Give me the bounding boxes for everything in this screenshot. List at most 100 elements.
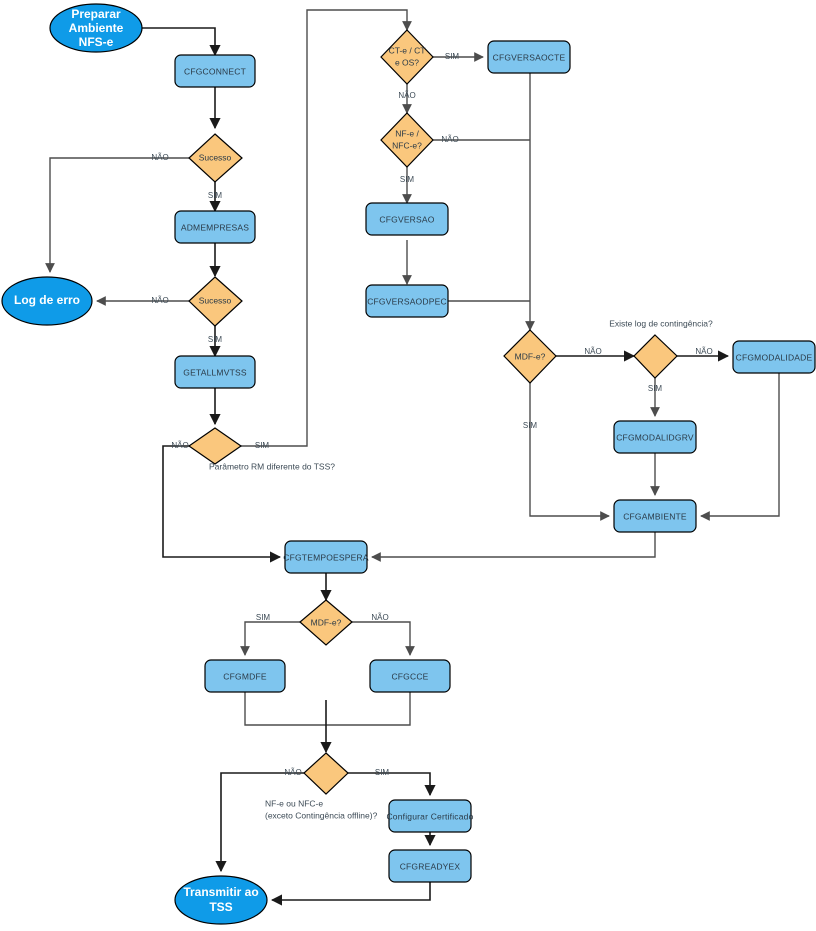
edge-cfgambiente-to-cfgtempoespera <box>371 532 656 562</box>
edge-mdfe-bottom-sim-to-cfgmdfe <box>240 621 300 656</box>
edge-label-mdfe-top-nao: NÃO <box>584 347 601 356</box>
node-nfe-decision[interactable]: NF-e / NFC-e? <box>380 112 434 168</box>
start-label-line3: NFS-e <box>79 35 114 49</box>
sucesso2-diamond <box>188 276 243 327</box>
note-nfe-offline-line2: (exceto Contingência offline)? <box>265 810 378 820</box>
cfgversao-box <box>365 202 449 236</box>
node-getallmvtss[interactable]: GETALLMVTSS <box>174 355 256 389</box>
note-nfe-offline-line1: NF-e ou NFC-e <box>265 798 323 808</box>
getallmvtss-box <box>174 355 256 389</box>
node-admempresas[interactable]: ADMEMPRESAS <box>174 210 256 244</box>
logerro-label: Log de erro <box>14 293 80 307</box>
node-cfgversao[interactable]: CFGVERSAO <box>365 202 449 236</box>
cfgmodalidade-box <box>732 340 816 374</box>
edge-label-sucesso2-sim: SIM <box>208 335 223 344</box>
node-cfgambiente[interactable]: CFGAMBIENTE <box>613 499 697 533</box>
edge-label-mdfe-bottom-nao: NÃO <box>371 613 388 622</box>
mdfe-top-label: MDF-e? <box>515 351 546 361</box>
node-log-de-erro[interactable]: Log de erro <box>1 276 93 326</box>
logerro-ellipse <box>1 276 93 326</box>
cfgmodalidgrv-label: CFGMODALIDGRV <box>616 432 694 442</box>
edge-label-nfe-sim: SIM <box>400 175 415 184</box>
cfgversaodpec-box <box>365 284 449 318</box>
edge-label-sucesso1-nao: NÃO <box>151 153 168 162</box>
contingencia-diamond <box>633 334 678 379</box>
edge-final-sim-to-configurar-certificado <box>348 772 436 797</box>
edge-label-final-nao: NÃO <box>284 768 301 777</box>
edge-label-mdfe-bottom-sim: SIM <box>256 613 271 622</box>
node-mdfe-top-decision[interactable]: MDF-e? <box>503 329 557 384</box>
nfe-label-line2: NFC-e? <box>392 140 422 150</box>
transmitir-label-line1: Transmitir ao <box>183 885 258 899</box>
mdfe-top-diamond <box>503 329 557 384</box>
nfe-diamond <box>380 112 434 168</box>
edge-cfgmodalidade-to-cfgambiente <box>700 373 780 521</box>
edge-label-mdfe-top-sim: SIM <box>523 421 538 430</box>
cfgtempoespera-box <box>284 540 368 574</box>
admempresas-box <box>174 210 256 244</box>
edge-start-to-cfgconnect <box>142 27 221 57</box>
cte-diamond <box>380 29 434 85</box>
node-cfgversaodpec[interactable]: CFGVERSAODPEC <box>365 284 449 318</box>
nfe-label-line1: NF-e / <box>395 128 419 138</box>
cfgcce-label: CFGCCE <box>391 671 428 681</box>
cfgcce-box <box>369 659 451 693</box>
node-cfgreadyex[interactable]: CFGREADYEX <box>388 849 472 883</box>
cfgversao-label: CFGVERSAO <box>379 214 434 224</box>
start-label-line1: Preparar <box>71 7 121 21</box>
cfgconnect-box <box>174 54 256 88</box>
cte-label-line1: CT-e / CT <box>389 45 426 55</box>
node-cfgmodalidade[interactable]: CFGMODALIDADE <box>732 340 816 374</box>
cfgmdfe-box <box>204 659 286 693</box>
sucesso1-label: Sucesso <box>199 152 232 162</box>
edge-cfgmdfe-join <box>244 692 326 726</box>
node-start[interactable]: Preparar Ambiente NFS-e <box>49 3 143 53</box>
node-cfgconnect[interactable]: CFGCONNECT <box>174 54 256 88</box>
transmitir-ellipse <box>174 875 268 925</box>
edge-label-cte-nao: NÃO <box>398 91 415 100</box>
cfgversaodpec-label: CFGVERSAODPEC <box>367 296 447 306</box>
cfgtempoespera-label: CFGTEMPOESPERA <box>283 552 369 562</box>
cfgmodalidgrv-box <box>613 420 697 454</box>
node-configurar-certificado[interactable]: Configurar Certificado <box>386 799 473 833</box>
note-param-rm: Parâmetro RM diferente do TSS? <box>209 461 335 471</box>
edge-mdfe-bottom-nao-to-cfgcce <box>352 621 415 656</box>
node-cfgmdfe[interactable]: CFGMDFE <box>204 659 286 693</box>
edge-label-sucesso1-sim: SIM <box>208 191 223 200</box>
edge-label-cte-sim: SIM <box>445 52 460 61</box>
edge-label-contingencia-nao: NÃO <box>695 347 712 356</box>
node-final-decision[interactable] <box>303 752 349 795</box>
cte-label-line2: e OS? <box>395 57 419 67</box>
paramrm-diamond <box>187 427 243 465</box>
node-param-rm-decision[interactable] <box>187 427 243 465</box>
node-cfgtempoespera[interactable]: CFGTEMPOESPERA <box>283 540 369 574</box>
node-cfgcce[interactable]: CFGCCE <box>369 659 451 693</box>
transmitir-label-line2: TSS <box>209 900 232 914</box>
node-cte-decision[interactable]: CT-e / CT e OS? <box>380 29 434 85</box>
configurar-certificado-box <box>388 799 472 833</box>
edge-label-paramrm-sim: SIM <box>255 441 270 450</box>
node-cfgversaocte[interactable]: CFGVERSAOCTE <box>487 40 571 74</box>
cfgreadyex-label: CFGREADYEX <box>400 861 461 871</box>
mdfe-bottom-label: MDF-e? <box>311 617 342 627</box>
edge-label-final-sim: SIM <box>375 768 390 777</box>
sucesso2-label: Sucesso <box>199 295 232 305</box>
node-cfgmodalidgrv[interactable]: CFGMODALIDGRV <box>613 420 697 454</box>
cfgconnect-label: CFGCONNECT <box>184 66 246 76</box>
cfgmodalidade-label: CFGMODALIDADE <box>736 352 813 362</box>
edge-sucesso1-nao-to-logerro <box>45 157 189 273</box>
edge-label-contingencia-sim: SIM <box>648 384 663 393</box>
node-transmitir-ao-tss[interactable]: Transmitir ao TSS <box>174 875 268 925</box>
admempresas-label: ADMEMPRESAS <box>181 222 249 232</box>
node-contingencia-decision[interactable] <box>633 334 678 379</box>
node-sucesso-2[interactable]: Sucesso <box>188 276 243 327</box>
configurar-certificado-label: Configurar Certificado <box>386 811 473 821</box>
node-sucesso-1[interactable]: Sucesso <box>188 133 243 183</box>
cfgversaocte-box <box>487 40 571 74</box>
node-mdfe-bottom-decision[interactable]: MDF-e? <box>299 599 353 646</box>
cfgmdfe-label: CFGMDFE <box>223 671 267 681</box>
cfgversaocte-label: CFGVERSAOCTE <box>493 52 566 62</box>
cfgambiente-label: CFGAMBIENTE <box>623 511 687 521</box>
